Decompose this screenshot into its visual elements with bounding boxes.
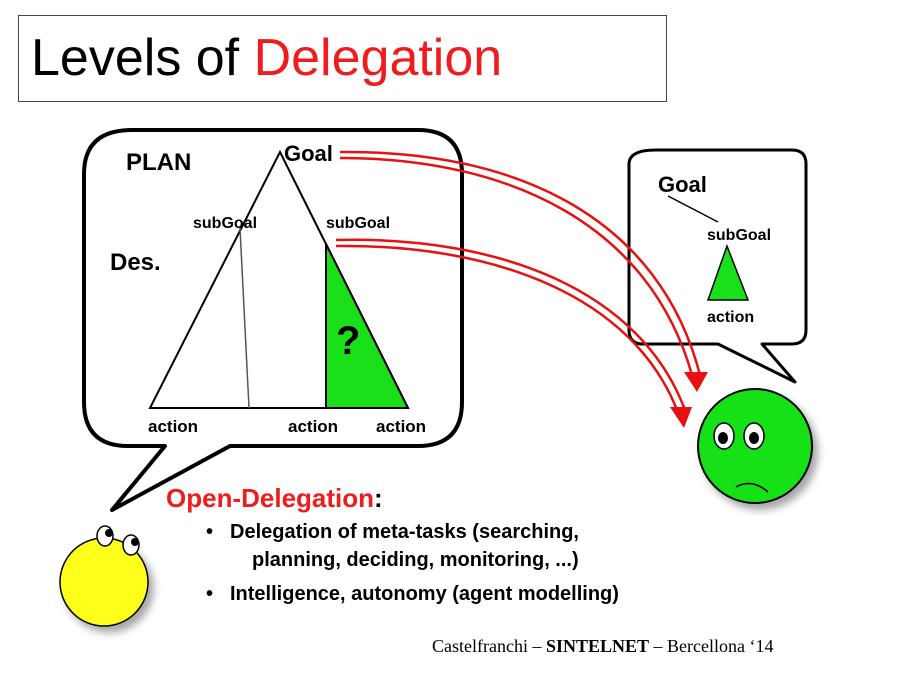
right-speech-bubble [627,148,808,384]
des-label: Des. [110,249,161,276]
title-accent: Delegation [253,29,503,87]
arrowhead-goal [684,372,708,392]
goal-label-right: Goal [658,172,707,197]
slide-title: Levels of Delegation [31,28,502,88]
open-delegation-bullets: Delegation of meta-tasks (searching,plan… [206,518,619,608]
delegation-arrow-goal [339,150,702,376]
goal-subgoal-line [667,195,719,223]
slide-footer: Castelfranchi – SINTELNET – Bercellona ‘… [432,636,774,656]
action-label-3: action [376,417,426,436]
delegation-arrow-subgoal [335,238,687,411]
action-label-right: action [707,309,754,326]
bullet-meta-tasks: Delegation of meta-tasks (searching,plan… [206,518,619,574]
subgoal-left-line [239,227,250,409]
delegated-subplan-green [325,243,410,409]
arrowhead-subgoal [670,407,692,428]
open-delegation-section: Open-Delegation: Delegation of meta-task… [166,482,619,614]
green-face-mouth [735,482,769,493]
action-label-2: action [288,417,338,436]
subgoal-right-label: subGoal [326,215,390,232]
action-label-1: action [148,417,198,436]
title-box: Levels of Delegation [18,15,667,102]
plan-label: PLAN [126,149,191,176]
delegated-subplan-small [706,243,750,301]
subgoal-label-right: subGoal [707,227,771,244]
question-mark: ? [336,319,360,363]
title-prefix: Levels of [31,29,254,87]
open-delegation-heading: Open-Delegation: [166,483,383,513]
goal-label-left: Goal [284,141,333,166]
bullet-intelligence: Intelligence, autonomy (agent modelling) [206,580,619,608]
subgoal-left-label: subGoal [193,215,257,232]
